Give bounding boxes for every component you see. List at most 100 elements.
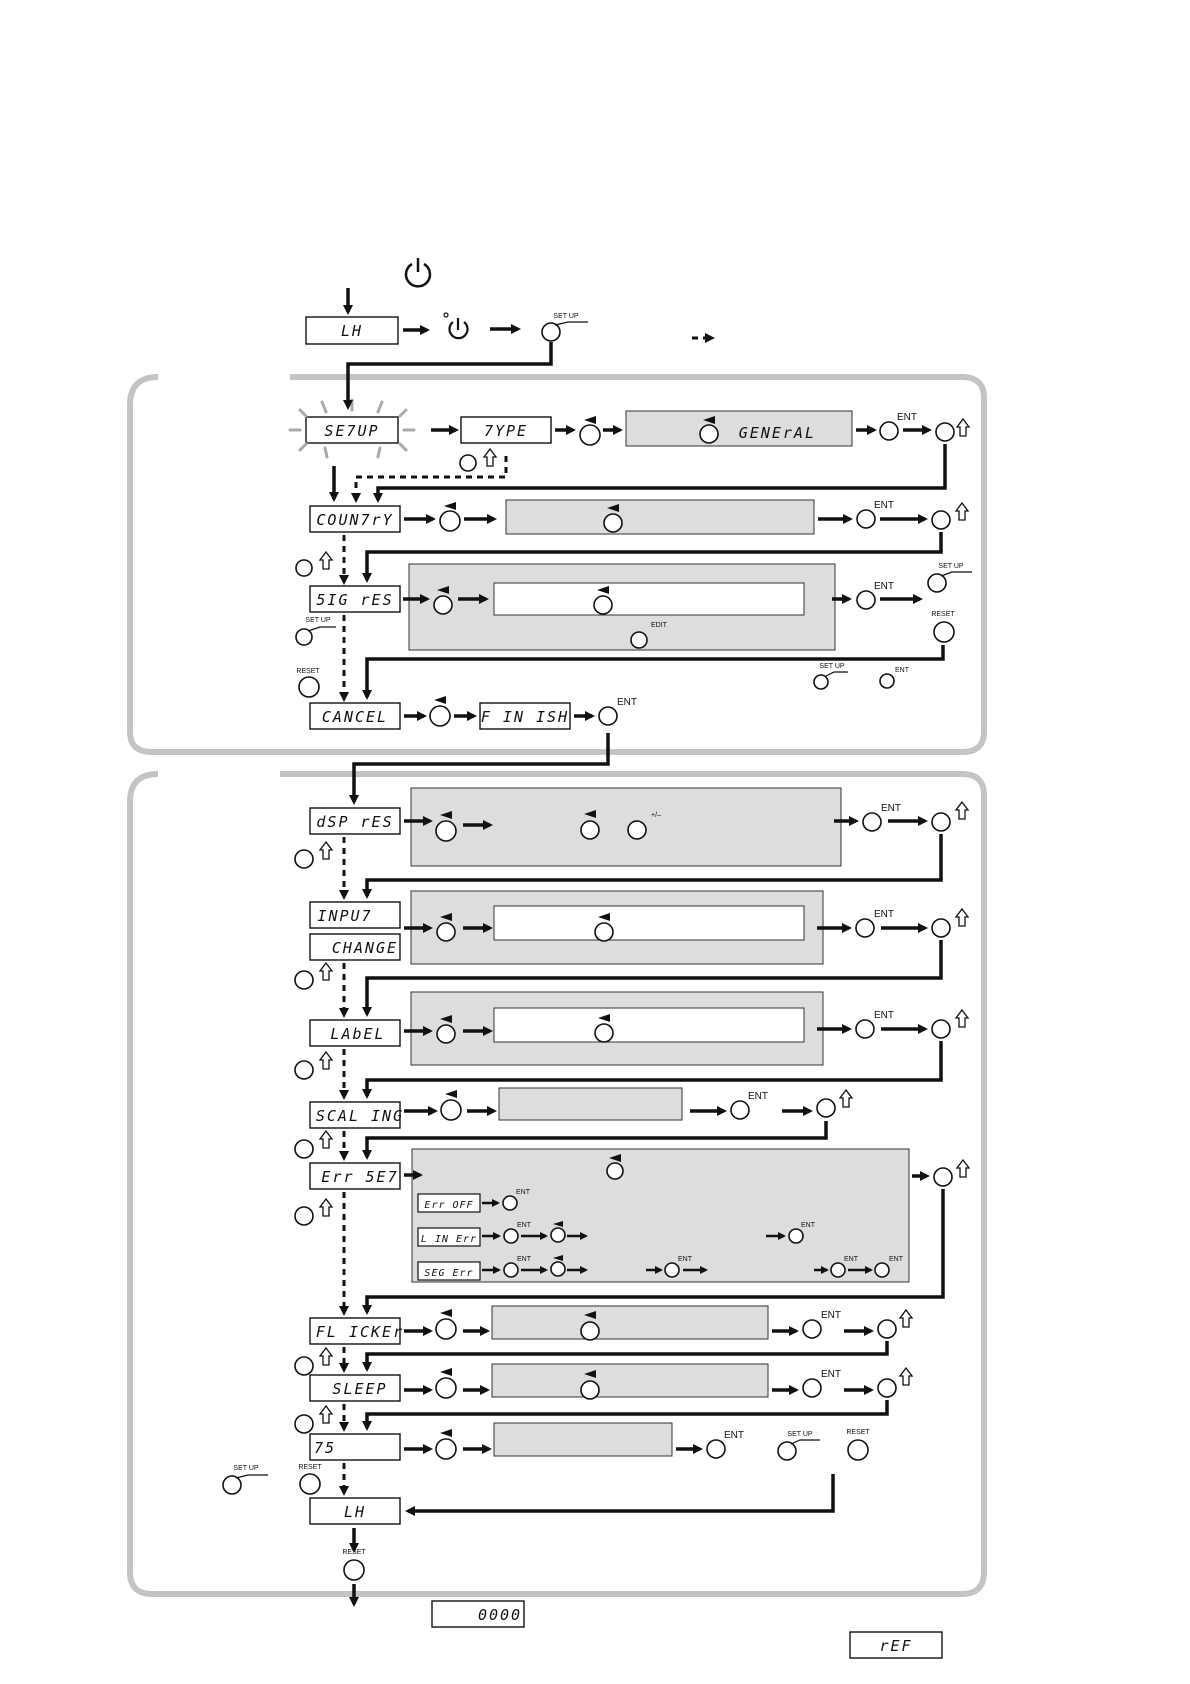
label-reset-ts: RESET: [846, 1429, 870, 1436]
label-reset-left-1: RESET: [296, 668, 320, 675]
lcd-dsp-res: dSP rES: [309, 807, 401, 835]
up-button-dsp-res-back: [294, 849, 314, 869]
left-button-label-panel: [594, 1023, 614, 1043]
left-button-input: [436, 922, 456, 942]
left-button-scaling: [440, 1099, 462, 1121]
label-ent-seg-err-mid: ENT: [678, 1256, 693, 1263]
up-button-err-set-back: [294, 1206, 314, 1226]
lcd-cancel-text: CANCEL: [322, 708, 388, 726]
lcd-finish-text: F IN ISH: [481, 708, 569, 726]
buttons[interactable]: [222, 322, 955, 1581]
label-reset-left-2: RESET: [298, 1464, 322, 1471]
left-button-ts: [435, 1438, 457, 1460]
left-button-type: [579, 424, 601, 446]
lcd-err-off-text: Err OFF: [424, 1200, 473, 1211]
up-arrow-icons: [318, 417, 971, 1424]
ent-button-seg-err-end2: [874, 1262, 890, 1278]
lcd-zero-text: 0000: [478, 1606, 522, 1624]
lcd-label-text: LAbEL: [330, 1025, 385, 1043]
left-button-lin-err: [550, 1227, 566, 1243]
label-plus-minus: +/–: [651, 812, 661, 819]
left-button-sleep-panel: [580, 1380, 600, 1400]
left-button-flicker-panel: [580, 1321, 600, 1341]
label-set-up-top: SET UP: [553, 313, 578, 320]
set-up-leaders: [235, 321, 972, 1479]
lcd-scaling: SCAL ING: [309, 1101, 402, 1129]
label-ent-sleep: ENT: [821, 1369, 841, 1380]
lcd-flicker: FL ICKEr: [309, 1317, 404, 1345]
label-edit: EDIT: [651, 622, 668, 629]
left-button-input-panel: [594, 922, 614, 942]
ent-button-dsp-res: [862, 812, 882, 832]
ent-button-country: [856, 509, 876, 529]
label-set-up-left-1: SET UP: [305, 617, 330, 624]
lcd-ref-text: rEF: [879, 1637, 912, 1655]
left-button-flicker: [435, 1318, 457, 1340]
left-button-country: [439, 510, 461, 532]
up-button-flicker-back: [294, 1356, 314, 1376]
up-button-sleep: [877, 1378, 897, 1398]
set-up-button-sig-res: [927, 573, 947, 593]
reset-button-left: [299, 1473, 321, 1495]
label-set-up-sig-res: SET UP: [938, 563, 963, 570]
lcd-general-text: GENErAL: [739, 424, 816, 442]
ent-button-note: [879, 673, 895, 689]
lcd-dsp-res-text: dSP rES: [316, 813, 393, 831]
ent-button-seg-err-mid: [664, 1262, 680, 1278]
label-ent-sig-res: ENT: [874, 581, 894, 592]
lcd-input: INPU7: [309, 901, 401, 929]
lcd-flicker-text: FL ICKEr: [316, 1323, 404, 1341]
flicker-panel: [491, 1305, 769, 1340]
up-button-err-set: [933, 1167, 953, 1187]
ent-button-sig-res: [856, 590, 876, 610]
ent-button-seg-err: [503, 1262, 519, 1278]
ent-button-flicker: [802, 1319, 822, 1339]
power-icon-top: [404, 258, 432, 288]
type-panel: [625, 410, 853, 447]
lcd-sig-res-text: 5IG rES: [316, 591, 393, 609]
up-button-input: [931, 918, 951, 938]
lcd-ts: 75: [309, 1433, 401, 1461]
lcd-lh-end-text: LH: [344, 1503, 366, 1521]
ent-button-input: [855, 918, 875, 938]
reset-button-sig-res: [933, 621, 955, 643]
dsp-res-panel: [410, 787, 842, 867]
up-button-country-back: [295, 559, 313, 577]
flow-arrows: [329, 288, 947, 1607]
lcd-country: COUN7rY: [309, 505, 401, 533]
label-ent-flicker: ENT: [821, 1310, 841, 1321]
up-button-scaling: [816, 1098, 836, 1118]
label-ent-label: ENT: [874, 1010, 894, 1021]
scaling-panel: [498, 1087, 683, 1121]
ent-button-ts: [706, 1439, 726, 1459]
up-button-type-back: [459, 454, 477, 472]
lcd-setup: SE7UP: [305, 416, 399, 444]
label-ent-country: ENT: [874, 500, 894, 511]
set-up-button-left: [222, 1475, 242, 1495]
sleep-panel: [491, 1363, 769, 1398]
ts-panel: [493, 1422, 673, 1457]
country-panel: [505, 499, 815, 535]
label-ent-dsp-res: ENT: [881, 803, 901, 814]
lcd-sig-res: 5IG rES: [309, 585, 401, 613]
up-button-dsp-res: [931, 812, 951, 832]
lcd-lh-text: LH: [341, 322, 363, 340]
set-up-button-ts: [777, 1441, 797, 1461]
up-button-sleep-back: [294, 1414, 314, 1434]
lcd-finish: F IN ISH: [479, 702, 571, 730]
label-set-up-left-2: SET UP: [233, 1465, 258, 1472]
plus-minus-button: [627, 820, 647, 840]
lcd-change-text: CHANGE: [332, 939, 398, 957]
lcd-setup-text: SE7UP: [324, 422, 379, 440]
label-ent-seg-err-end1: ENT: [844, 1256, 859, 1263]
ent-button-sleep: [802, 1378, 822, 1398]
edit-button-sig-res: [630, 631, 648, 649]
lcd-change: CHANGE: [309, 933, 401, 961]
label-ent-lin-err: ENT: [517, 1222, 532, 1229]
left-button-general: [699, 424, 719, 444]
up-button-input-back: [294, 970, 314, 990]
flash-rays: [288, 398, 416, 459]
label-reset-sig-res: RESET: [931, 611, 955, 618]
lcd-ts-text: 75: [314, 1439, 336, 1457]
